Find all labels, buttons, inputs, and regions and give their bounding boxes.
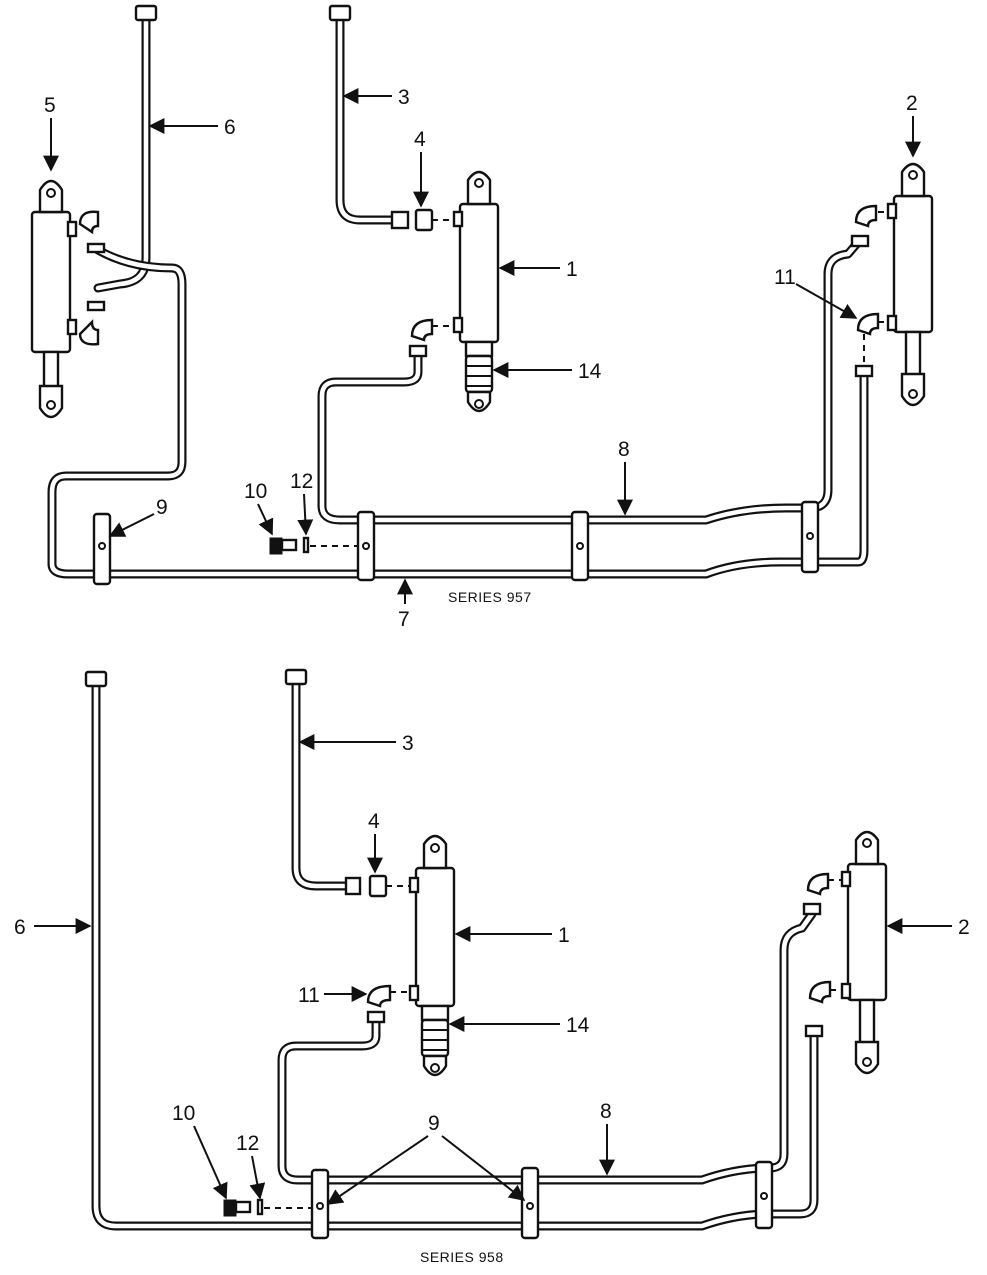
clamps-9-bottom — [310, 1160, 774, 1240]
cylinder-5 — [30, 179, 106, 419]
label-4-bottom: 4 — [368, 810, 380, 833]
label-7: 7 — [398, 608, 410, 631]
caption-series-958: SERIES 958 — [420, 1249, 504, 1265]
label-1: 1 — [566, 258, 578, 281]
label-14-bottom: 14 — [566, 1014, 590, 1037]
pipe-6-top — [93, 9, 151, 293]
pipe-8-bottom — [277, 909, 817, 1185]
label-10-bottom: 10 — [172, 1102, 195, 1125]
pipe-3-top — [335, 9, 403, 225]
label-14: 14 — [578, 360, 602, 383]
labels-958: 6 3 4 1 2 11 14 8 9 10 12 SERIES 958 — [14, 732, 970, 1265]
label-8: 8 — [618, 438, 630, 461]
label-11-bottom: 11 — [298, 984, 320, 1007]
cylinder-1 — [390, 170, 500, 413]
cylinder-2-bottom — [802, 830, 888, 1075]
label-6-bottom: 6 — [14, 916, 26, 939]
label-8-bottom: 8 — [600, 1100, 612, 1123]
label-10: 10 — [244, 480, 267, 503]
bolt-10-washer-12-bottom — [223, 1198, 312, 1217]
clamps-9 — [92, 500, 820, 586]
label-11: 11 — [774, 266, 796, 289]
caption-series-957: SERIES 957 — [448, 589, 532, 605]
label-5: 5 — [44, 94, 56, 117]
cylinder-1-bottom — [344, 834, 456, 1077]
bolt-10-washer-12 — [269, 536, 358, 555]
pipe-3-bottom — [291, 673, 359, 891]
label-12: 12 — [290, 470, 313, 493]
label-9-bottom: 9 — [428, 1112, 440, 1135]
series-957-diagram: 5 6 3 4 1 2 11 14 8 9 10 12 7 — [30, 9, 934, 631]
pipe-6-bottom — [91, 675, 819, 1231]
label-3-bottom: 3 — [402, 732, 414, 755]
labels-957: 5 6 3 4 1 2 11 14 8 9 10 12 7 — [43, 86, 921, 631]
pipe-8-top — [317, 235, 865, 525]
label-2: 2 — [906, 92, 918, 115]
pipe-end-nuts — [84, 4, 352, 688]
pipe-5-return — [47, 245, 869, 579]
label-1-bottom: 1 — [558, 924, 570, 947]
label-6: 6 — [224, 116, 236, 139]
label-3: 3 — [398, 86, 410, 109]
label-9: 9 — [156, 496, 168, 519]
series-958-diagram: 6 3 4 1 2 11 14 8 9 10 12 SERIES 958 — [14, 4, 970, 1265]
label-12-bottom: 12 — [236, 1132, 259, 1155]
label-2-bottom: 2 — [958, 916, 970, 939]
label-4: 4 — [414, 128, 426, 151]
cylinder-2 — [850, 162, 934, 407]
